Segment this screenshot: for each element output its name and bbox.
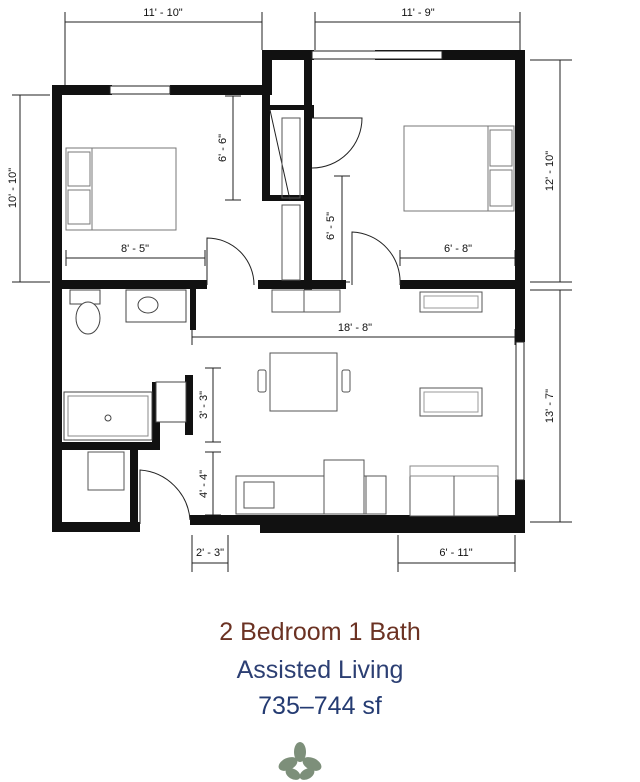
dim-top-right-width: 11' - 9" [401,7,434,19]
unit-area: 735–744 sf [258,692,382,720]
dimension-labels: 11' - 10" 11' - 9" 10' - 10" 12' - 10" 1… [7,7,556,559]
unit-type-title: 2 Bedroom 1 Bath [219,618,421,646]
windows [109,50,525,481]
kitchen-counter [235,459,387,515]
dim-entry-closet: 4' - 4" [198,470,210,498]
dim-left-height: 10' - 10" [7,168,19,208]
dim-bath-counter: 3' - 3" [198,391,210,419]
dim-right-lower-height: 13' - 7" [544,389,556,423]
dim-bedroom-left-width: 8' - 5" [121,243,149,255]
living-furniture [87,291,499,517]
door-swings [139,109,401,524]
bathroom-fixtures [63,289,187,441]
dim-top-left-width: 11' - 10" [143,7,183,19]
dim-right-upper-height: 12' - 10" [544,151,556,191]
unit-subtitle: Assisted Living [236,656,404,684]
bed-right [403,125,515,212]
dim-living-lower-width: 6' - 11" [439,547,472,559]
dim-living-width: 18' - 8" [338,322,372,334]
closet-shelves [271,117,341,313]
bed-left [65,147,177,231]
dim-closet-left-depth: 6' - 6" [217,134,229,162]
floor-plan: 11' - 10" 11' - 9" 10' - 10" 12' - 10" 1… [7,7,572,572]
walls [52,50,525,533]
dim-closet-right-depth: 6' - 5" [325,212,337,240]
dim-entry-door: 2' - 3" [196,547,224,559]
dimension-lines [12,12,572,572]
flower-logo-icon [278,742,322,780]
dim-bedroom-right-width: 6' - 8" [444,243,472,255]
